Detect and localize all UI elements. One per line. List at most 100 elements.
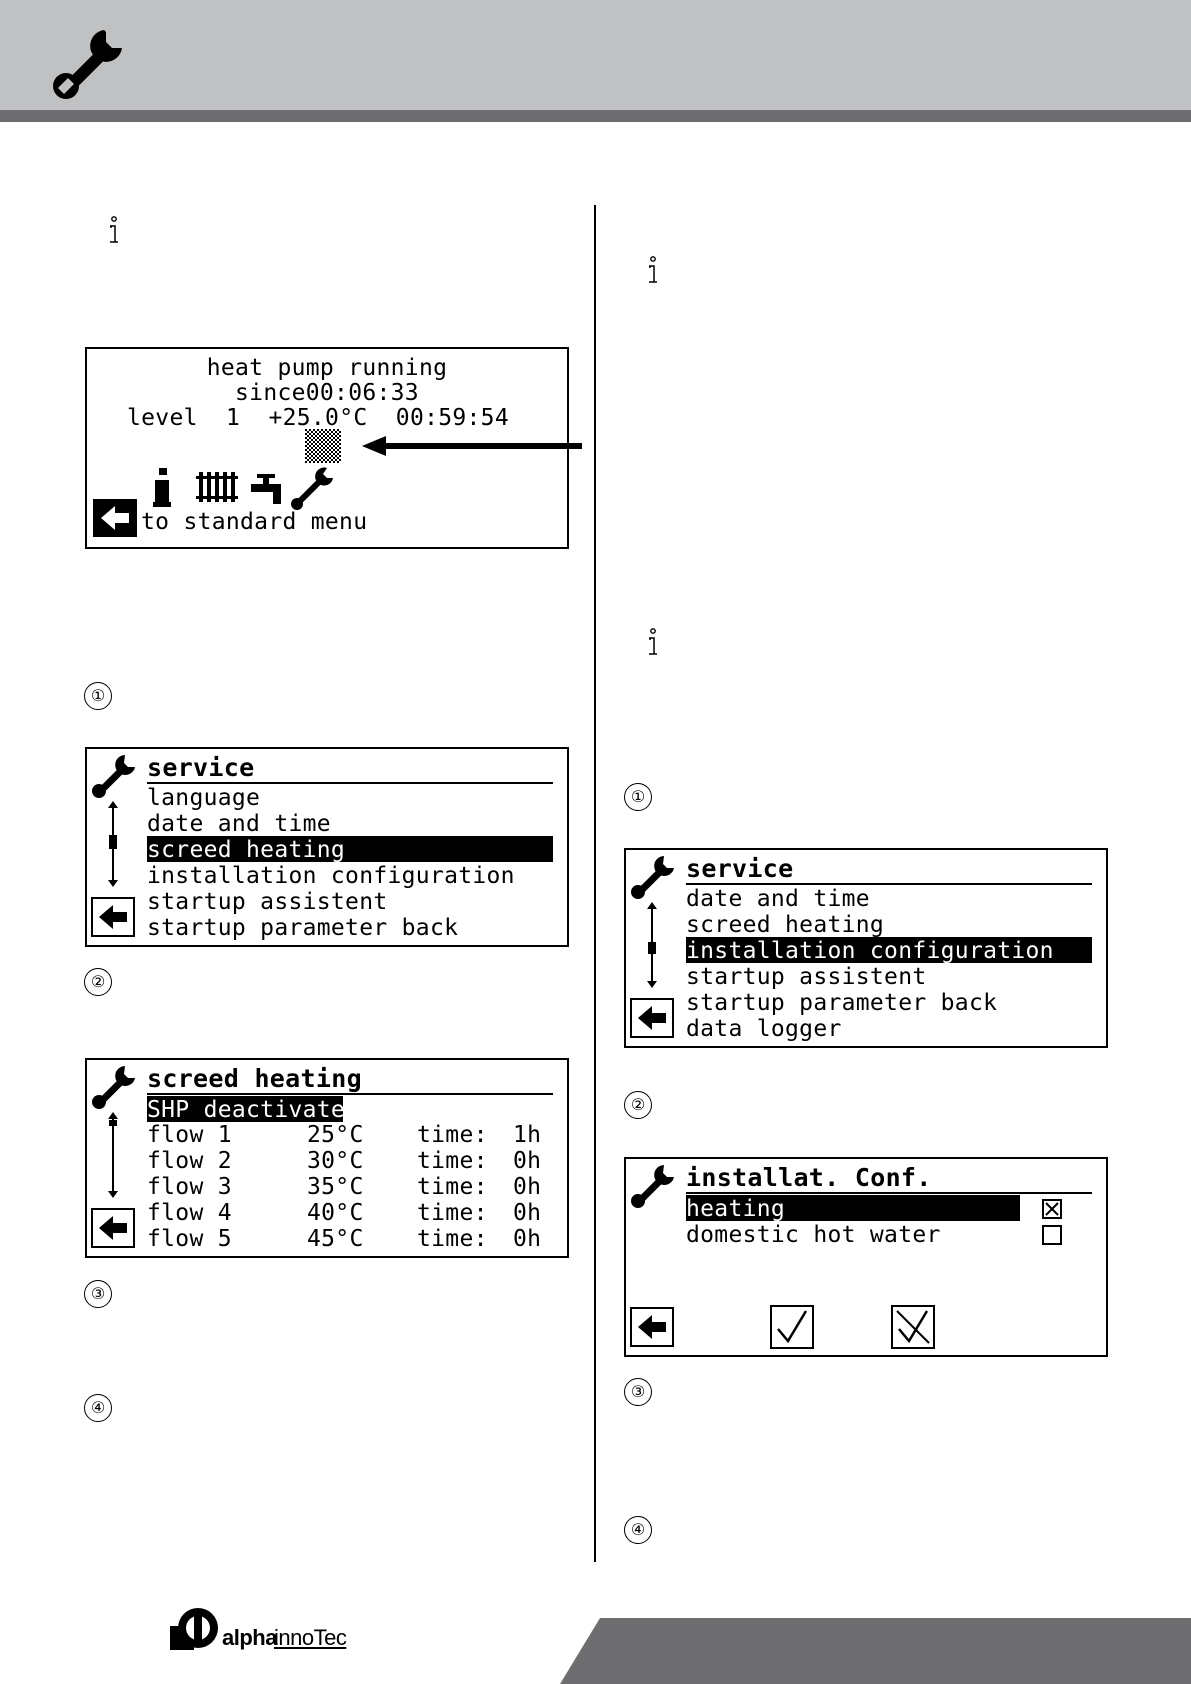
wrench-icon [631,1165,674,1208]
info-icon [649,256,657,283]
flow-name[interactable]: flow 5 [147,1226,232,1252]
flow-time[interactable]: 1h [513,1122,542,1148]
scrollbar[interactable] [103,1110,123,1200]
back-arrow-icon [638,1315,666,1339]
menu-title: service [686,854,794,883]
menu-item[interactable]: screed heating [686,912,885,938]
screen-title: installat. Conf. [686,1163,932,1192]
flow-time[interactable]: 0h [513,1174,542,1200]
time-label: time: [417,1174,488,1200]
checkbox-x-icon [1045,1202,1059,1216]
menu-icons-row [153,467,333,510]
menu-item-selected[interactable]: installation configuration [686,938,1054,964]
confirm-button[interactable] [770,1305,814,1349]
title-underline [147,782,553,784]
cancel-button[interactable] [891,1305,935,1349]
time-label: time: [417,1148,488,1174]
flow-name[interactable]: flow 4 [147,1200,232,1226]
service-menu-screen: service date and time screed heating ins… [624,848,1108,1048]
installation-config-screen: installat. Conf. heating domestic hot wa… [624,1157,1108,1357]
step-marker: ④ [84,1394,112,1422]
wrench-icon [631,856,674,899]
menu-item[interactable]: startup assistent [686,964,927,990]
back-arrow-icon [99,905,127,929]
screed-pattern-icon [305,429,341,463]
menu-item[interactable]: language [147,785,261,811]
menu-item[interactable]: data logger [686,1016,842,1042]
menu-item[interactable]: installation configuration [147,863,515,889]
flow-name[interactable]: flow 2 [147,1148,232,1174]
status-line: heat pump running [206,355,448,381]
header-bar [0,110,1191,122]
heating-option[interactable]: heating [686,1196,786,1222]
back-arrow-icon [99,1216,127,1240]
shp-deactivate-item[interactable]: SHP deactivate [147,1097,346,1123]
scrollbar[interactable] [103,799,123,889]
level-line: level 1 +25.0°C 00:59:54 [127,405,509,431]
selection-highlight [686,937,1092,963]
back-arrow-icon [638,1006,666,1030]
time-label: time: [417,1226,488,1252]
back-button[interactable] [630,998,674,1038]
menu-item[interactable]: startup parameter back [147,915,459,941]
page-header [0,0,1191,110]
flow-temp[interactable]: 30°C [307,1148,364,1174]
flow-name[interactable]: flow 3 [147,1174,232,1200]
flow-time[interactable]: 0h [513,1148,542,1174]
flow-temp[interactable]: 25°C [307,1122,364,1148]
back-button[interactable] [630,1307,674,1347]
wrench-icon [53,30,122,99]
time-label: time: [417,1122,488,1148]
menu-item-selected[interactable]: screed heating [147,837,346,863]
since-line: since00:06:33 [235,380,419,406]
screed-heating-screen: screed heating SHP deactivate flow 1 25°… [85,1058,569,1258]
title-underline [686,883,1092,885]
step-marker: ② [624,1091,652,1119]
alpha-innotec-logo-icon [170,1608,218,1650]
dhw-option[interactable]: domestic hot water [686,1222,941,1248]
logo-text-innotec: innoTec [274,1625,347,1650]
cancel-check-icon [896,1310,930,1344]
back-button[interactable] [91,1208,135,1248]
to-standard-menu-label[interactable]: to standard menu [141,509,368,535]
back-button[interactable] [91,897,135,937]
step-marker: ② [84,968,112,996]
flow-temp[interactable]: 40°C [307,1200,364,1226]
wrench-icon [92,755,135,798]
step-marker: ④ [624,1516,652,1544]
screen-title: screed heating [147,1064,362,1093]
info-icon [110,216,118,243]
flow-temp[interactable]: 45°C [307,1226,364,1252]
flow-time[interactable]: 0h [513,1200,542,1226]
menu-item[interactable]: date and time [686,886,870,912]
logo-text-alpha: alpha [222,1625,277,1650]
column-divider [594,205,596,1562]
step-marker: ③ [84,1280,112,1308]
title-underline [147,1093,553,1095]
scrollbar[interactable] [642,900,662,990]
selection-highlight [147,836,553,862]
checkmark-icon [777,1310,808,1344]
wrench-icon [92,1066,135,1109]
menu-item[interactable]: startup parameter back [686,990,998,1016]
heating-checkbox-checked[interactable] [1042,1199,1062,1219]
back-arrow-icon[interactable] [93,499,137,537]
pointer-arrow [362,436,582,456]
flow-name[interactable]: flow 1 [147,1122,232,1148]
step-marker: ① [84,682,112,710]
menu-item[interactable]: startup assistent [147,889,388,915]
flow-time[interactable]: 0h [513,1226,542,1252]
flow-temp[interactable]: 35°C [307,1174,364,1200]
step-marker: ① [624,783,652,811]
menu-item[interactable]: date and time [147,811,331,837]
menu-title: service [147,753,255,782]
info-icon [649,628,657,655]
dhw-checkbox[interactable] [1042,1225,1062,1245]
step-marker: ③ [624,1378,652,1406]
selection-highlight [686,1195,1020,1221]
service-menu-screen: service language date and time screed he… [85,747,569,947]
time-label: time: [417,1200,488,1226]
selection-highlight [147,1096,343,1122]
title-underline [686,1192,1092,1194]
footer-band [560,1618,1191,1684]
